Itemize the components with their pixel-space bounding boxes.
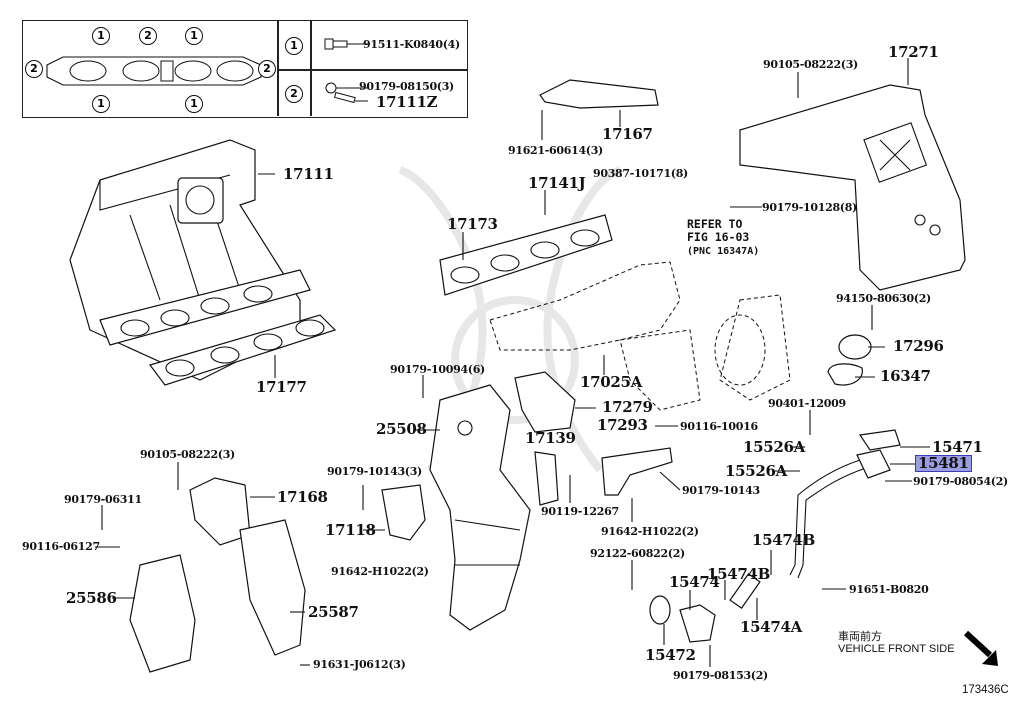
part-label-90387-10171[interactable]: 90387-10171(8) [593,167,688,180]
heat-insulator-17167 [539,79,659,109]
part-label-91642-H1022[interactable]: 91642-H1022(2) [601,525,699,538]
marker-2: 2 [25,60,43,78]
figure-code: 173436C [962,684,1009,696]
marker-1: 1 [92,27,110,45]
part-label-17279[interactable]: 17279 [602,398,653,416]
insulator-17118 [381,484,426,541]
watermark-emblem [398,166,622,473]
arrow-down-right-icon [963,630,998,666]
marker-1: 1 [185,95,203,113]
catalytic-converter-25508 [429,384,531,631]
part-label-17177[interactable]: 17177 [256,378,307,396]
gasket-17279 [514,371,576,433]
exhaust-manifold-turbo [489,261,791,411]
part-label-15474A[interactable]: 15474A [740,618,803,636]
part-label-91621-60614[interactable]: 91621-60614(3) [508,144,603,157]
nut-icon [325,82,368,94]
part-label-17293[interactable]: 17293 [597,416,648,434]
part-label-90179-10143[interactable]: 90179-10143 [682,484,760,497]
legend-divider [277,69,467,71]
part-label-92122-60822[interactable]: 92122-60822(2) [590,547,685,560]
stud-icon [333,91,368,104]
part-label-90116-06127[interactable]: 90116-06127 [22,540,100,553]
gasket-16347 [827,363,863,386]
part-label-17173[interactable]: 17173 [447,215,498,233]
part-label-91631-J0612[interactable]: 91631-J0612(3) [313,658,406,671]
part-label-17111[interactable]: 17111 [283,165,334,183]
part-label-16347[interactable]: 16347 [880,367,931,385]
part-label-17139[interactable]: 17139 [525,429,576,447]
heat-insulator-17271 [739,84,966,291]
part-label-15474B[interactable]: 15474B [752,531,816,549]
bolt-icon [324,38,368,50]
bracket-17139 [534,451,559,506]
gasket-17173 [439,214,613,296]
leader-lines [95,58,930,667]
part-label-17271[interactable]: 17271 [888,43,939,61]
part-label-90179-10143-3[interactable]: 90179-10143(3) [327,465,422,478]
bolt-position-legend: 1 2 1 2 2 1 1 1 2 91511-K0840(4) 90179-0… [22,20,468,118]
part-label-17141J[interactable]: 17141J [528,174,586,192]
part-label-90401-12009[interactable]: 90401-12009 [768,397,846,410]
part-label-90116-10016[interactable]: 90116-10016 [680,420,758,433]
part-label-91651-B0820[interactable]: 91651-B0820 [849,583,929,596]
legend-part-number: 91511-K0840(4) [363,38,460,51]
plate-17296 [838,334,872,360]
intake-manifold-17111 [69,139,311,381]
part-label-90105-08222[interactable]: 90105-08222(3) [140,448,235,461]
part-label-90179-08054[interactable]: 90179-08054(2) [913,475,1008,488]
marker-1: 1 [185,27,203,45]
part-label-90119-12267[interactable]: 90119-12267 [541,505,619,518]
marker-2: 2 [258,60,276,78]
part-label-90179-06311[interactable]: 90179-06311 [64,493,142,506]
part-label-15526A[interactable]: 15526A [725,462,788,480]
legend-part-number: 17111Z [376,93,438,111]
part-label-90179-08153[interactable]: 90179-08153(2) [673,669,768,682]
part-label-17167[interactable]: 17167 [602,125,653,143]
marker-2: 2 [139,27,157,45]
reference-note: REFER TO FIG 16-03 (PNC 16347A) [687,217,760,258]
gasket-layout-sketch [46,56,262,86]
part-label-90179-10128[interactable]: 90179-10128(8) [762,201,857,214]
orientation-japanese: 車両前方 [838,631,882,643]
legend-part-number: 90179-08150(3) [359,80,454,93]
legend-row-marker: 1 [285,37,303,55]
legend-divider [277,21,279,116]
marker-1: 1 [92,95,110,113]
part-label-91642-H1022[interactable]: 91642-H1022(2) [331,565,429,578]
part-label-15472[interactable]: 15472 [645,646,696,664]
gasket-15472 [649,595,671,625]
part-label-17296[interactable]: 17296 [893,337,944,355]
reference-line-1: REFER TO [687,217,743,231]
part-label-15471[interactable]: 15471 [932,438,983,456]
part-label-15474B[interactable]: 15474B [707,565,771,583]
bracket-17293 [601,447,673,496]
bolt-nut-icons [324,38,368,104]
part-label-90179-10094[interactable]: 90179-10094(6) [390,363,485,376]
part-label-94150-80630[interactable]: 94150-80630(2) [836,292,931,305]
part-label-17118[interactable]: 17118 [325,521,376,539]
part-label-17025A[interactable]: 17025A [580,373,643,391]
heat-insulator-25586 [129,554,196,673]
part-label-17168[interactable]: 17168 [277,488,328,506]
legend-row-marker: 2 [285,85,303,103]
hose-15474A [729,573,761,609]
reference-line-3: (PNC 16347A) [687,246,760,258]
orientation-english: VEHICLE FRONT SIDE [838,643,955,655]
part-label-90105-08222[interactable]: 90105-08222(3) [763,58,858,71]
union-15474 [679,604,716,643]
part-label-25587[interactable]: 25587 [308,603,359,621]
part-label-15474[interactable]: 15474 [669,573,720,591]
gasket-17177 [149,314,337,386]
tube-15481 [789,429,901,579]
part-label-25508[interactable]: 25508 [376,420,427,438]
part-label-15526A[interactable]: 15526A [743,438,806,456]
heat-insulator-25587 [239,519,306,656]
part-label-25586[interactable]: 25586 [66,589,117,607]
legend-divider [310,21,312,116]
part-label-15481-highlighted[interactable]: 15481 [915,454,972,472]
reference-line-2[interactable]: FIG 16-03 [687,230,750,245]
